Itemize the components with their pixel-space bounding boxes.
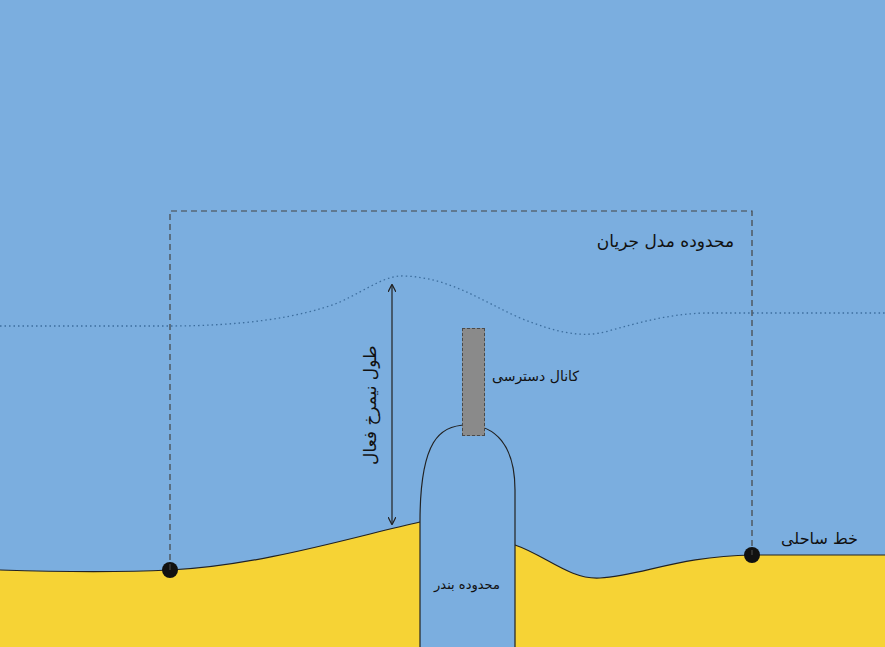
region-label: کانال دسترسی [492, 368, 579, 385]
port-area: محدوده بندر [415, 420, 520, 647]
access-channel: کانال دسترسی [462, 328, 485, 436]
shoreline [0, 522, 420, 572]
model-outline [170, 211, 752, 571]
land-right [515, 545, 885, 647]
land-left [0, 522, 420, 647]
dimension-arrow [391, 285, 392, 524]
shoreline-label: خط ساحلی [781, 529, 858, 548]
dimension-label: طول نیمرخ فعال [361, 345, 381, 464]
region-label: محدوده مدل جریان [597, 231, 734, 251]
port-outline [420, 425, 515, 647]
port-outline [415, 420, 520, 647]
region-label: محدوده بندر [434, 577, 500, 593]
model-boundary: کانال دسترسی محدوده مدل جریان [170, 211, 752, 571]
shoreline [515, 545, 885, 578]
